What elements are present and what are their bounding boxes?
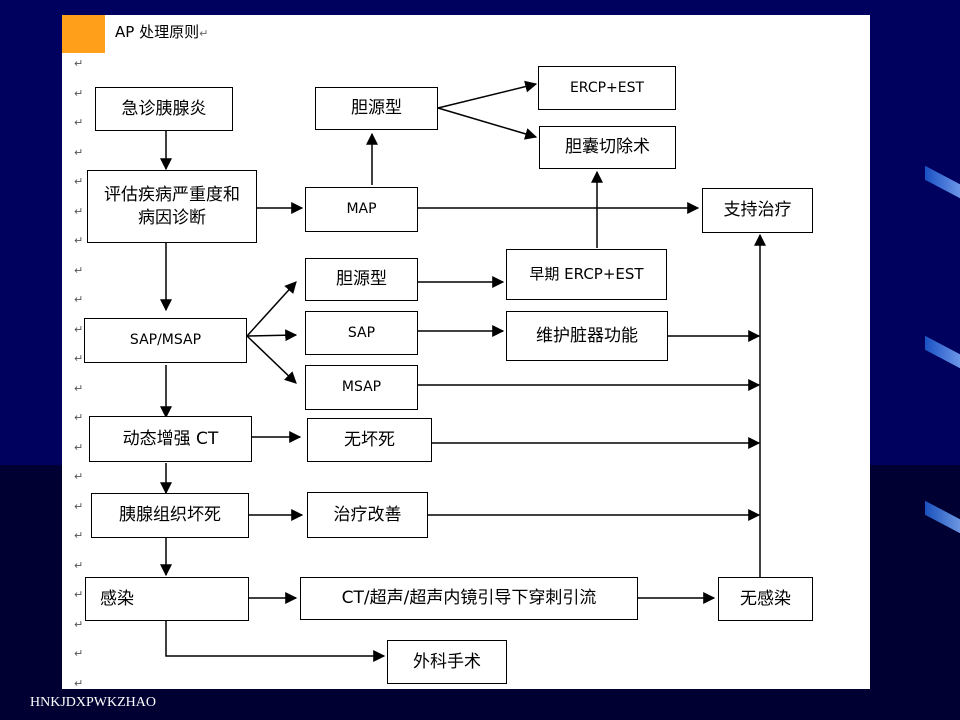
node-no-infection: 无感染: [718, 577, 813, 621]
paragraph-mark: ↵: [74, 499, 84, 513]
node-surgery: 外科手术: [387, 640, 507, 684]
node-map: MAP: [305, 187, 418, 232]
node-infection: 感染: [85, 577, 249, 621]
node-pancreatic-necrosis: 胰腺组织坏死: [91, 493, 249, 538]
paragraph-mark: ↵: [74, 647, 84, 660]
paragraph-mark: ↵: [74, 293, 84, 306]
node-acute-pancreatitis: 急诊胰腺炎: [95, 87, 233, 131]
paragraph-mark: ↵: [74, 263, 84, 277]
paragraph-mark: ↵: [74, 86, 84, 100]
node-supportive-care: 支持治疗: [702, 188, 813, 233]
paragraph-mark: ↵: [74, 617, 84, 631]
node-dynamic-ct: 动态增强 CT: [89, 416, 252, 462]
node-biliary-type-1: 胆源型: [315, 87, 438, 130]
node-early-ercp-est: 早期 ERCP+EST: [506, 249, 667, 300]
node-sap-msap: SAP/MSAP: [84, 318, 247, 363]
flow-arrows: [160, 80, 766, 662]
paragraph-mark: ↵: [74, 352, 84, 365]
orange-square-logo: [62, 15, 105, 53]
paragraph-mark: ↵: [74, 322, 84, 336]
node-ercp-est: ERCP+EST: [538, 66, 676, 110]
paragraph-mark: ↵: [74, 440, 84, 454]
paragraph-mark: ↵: [74, 381, 84, 395]
paragraph-mark: ↵: [74, 588, 84, 601]
paragraph-mark: ↵: [74, 676, 84, 690]
document-page: AP 处理原则↵ ↵ ↵ ↵ ↵ ↵ ↵ ↵ ↵ ↵ ↵ ↵ ↵ ↵ ↵ ↵ ↵ ↵ ↵ ↵ ↵ ↵ ↵: [62, 15, 870, 690]
node-no-necrosis: 无坏死: [307, 418, 432, 462]
decorative-stripe: [925, 165, 960, 199]
footer-text: HNKJDXPWKZHAO: [30, 695, 156, 710]
paragraph-mark: ↵: [74, 234, 84, 247]
node-sap: SAP: [305, 311, 418, 355]
node-assess-severity: 评估疾病严重度和病因诊断: [87, 170, 257, 243]
paragraph-mark: ↵: [74, 411, 84, 424]
paragraph-mark: ↵: [74, 57, 84, 70]
paragraph-mark: ↵: [74, 204, 84, 218]
paragraph-mark: ↵: [74, 175, 84, 188]
node-biliary-type-2: 胆源型: [305, 258, 418, 301]
paragraph-mark: ↵: [74, 529, 84, 542]
node-guided-drainage: CT/超声/超声内镜引导下穿刺引流: [300, 577, 638, 620]
page-title: AP 处理原则↵: [115, 23, 209, 41]
paragraph-mark: ↵: [74, 470, 84, 483]
node-msap: MSAP: [305, 365, 418, 410]
node-cholecystectomy: 胆囊切除术: [539, 126, 676, 169]
node-treatment-improved: 治疗改善: [307, 492, 428, 538]
paragraph-mark: ↵: [74, 558, 84, 572]
paragraph-mark: ↵: [74, 116, 84, 129]
decorative-stripe: [925, 335, 960, 369]
paragraph-mark: ↵: [74, 145, 84, 159]
node-maintain-organ-function: 维护脏器功能: [506, 311, 668, 361]
